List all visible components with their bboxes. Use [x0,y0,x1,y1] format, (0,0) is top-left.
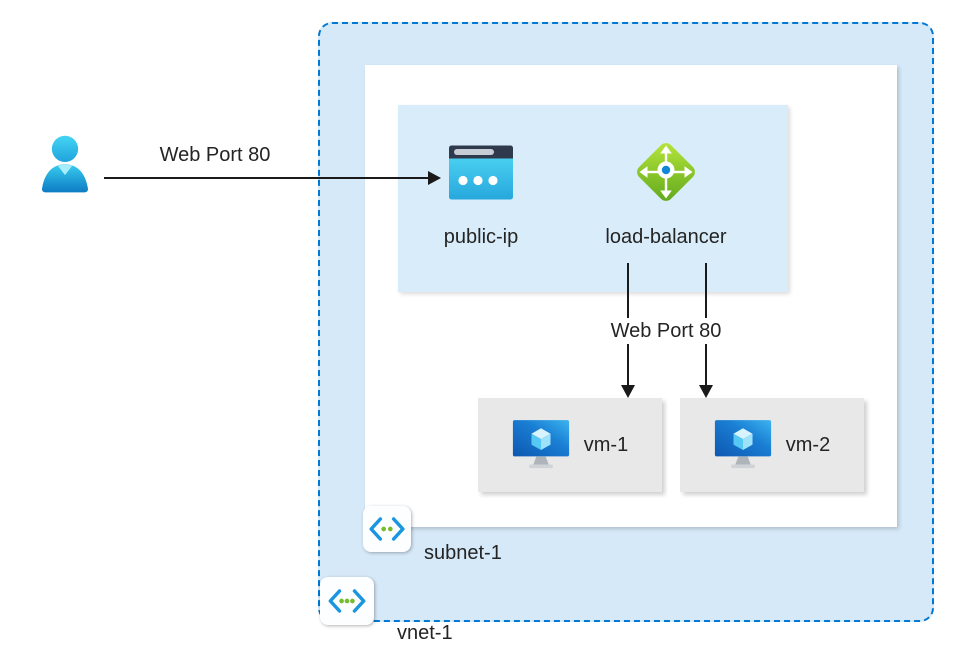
vm1-label: vm-1 [583,434,629,456]
lb-flow-port-label: Web Port 80 [584,318,748,344]
subnet-badge [363,506,411,552]
user-person-icon [42,135,88,193]
public-ip-node [449,145,513,200]
virtual-network-chevron-icon [328,589,366,613]
user-node [36,132,94,202]
lb-to-vm2-arrowhead-icon [699,385,713,398]
vnet-label: vnet-1 [397,622,453,644]
subnet-label: subnet-1 [424,542,502,564]
vm2-label: vm-2 [785,434,831,456]
virtual-machine-monitor-icon [714,419,771,468]
vm2-icon-wrap [714,419,772,472]
load-balancer-label: load-balancer [605,226,727,248]
user-flow-port-label: Web Port 80 [159,144,271,166]
vm1-node: vm-1 [478,398,662,492]
vnet-badge [320,577,374,625]
vm2-node: vm-2 [680,398,864,492]
virtual-machine-monitor-icon [512,419,569,468]
lb-to-vm1-arrowhead-icon [621,385,635,398]
vm1-icon-wrap [512,419,570,472]
load-balancer-diamond-icon [637,143,695,201]
user-to-publicip-arrowhead-icon [428,171,441,185]
public-ip-label: public-ip [443,226,519,248]
public-ip-browser-icon [449,145,513,200]
load-balancer-node [634,140,698,204]
subnet-chevron-icon [369,517,405,541]
user-to-publicip-arrow-line [104,177,428,179]
